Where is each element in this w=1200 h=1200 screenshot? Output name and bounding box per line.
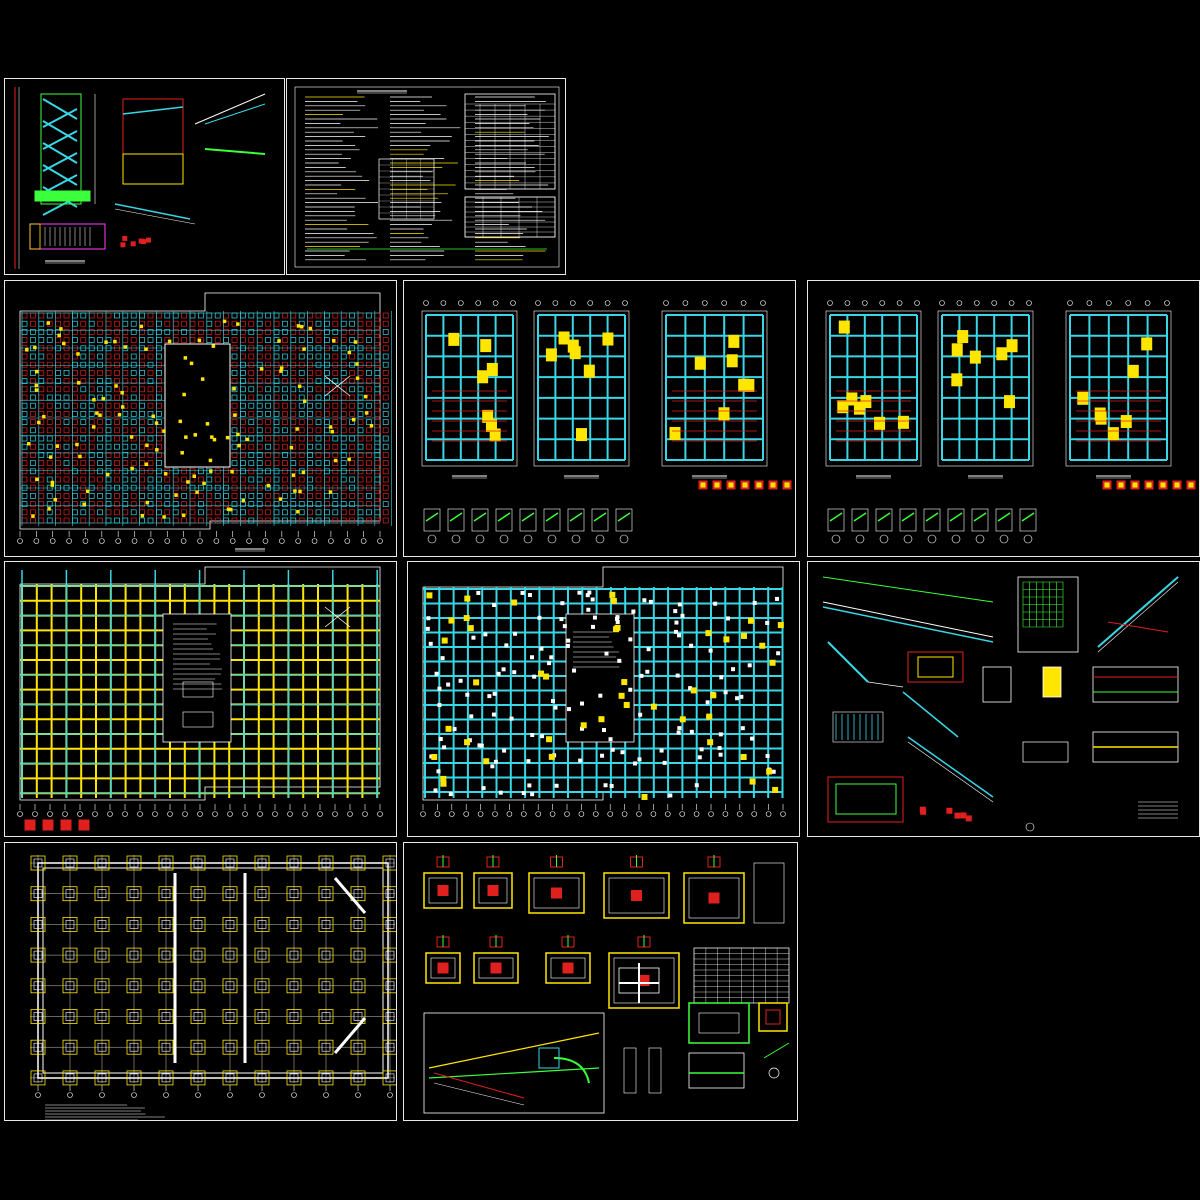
sheet-beam-plan-b[interactable]	[407, 561, 800, 837]
s1-linework	[14, 87, 266, 269]
s8-linework	[822, 576, 1179, 832]
s2-linework	[294, 86, 560, 268]
sheet-general-notes[interactable]	[286, 78, 566, 275]
s5-linework	[825, 300, 1196, 544]
sheet-slab-plan[interactable]	[4, 280, 397, 557]
s10-linework	[423, 855, 790, 1114]
s9-linework	[30, 855, 396, 1120]
sheet-beam-plan-a[interactable]	[4, 561, 397, 837]
s7-linework	[420, 566, 786, 817]
sheet-floor-plans-b[interactable]	[807, 280, 1200, 557]
sheet-foundation-plan[interactable]	[4, 842, 397, 1121]
sheet-stair-sections[interactable]	[4, 78, 285, 275]
s4-linework	[421, 300, 792, 544]
sheet-floor-plans-a[interactable]	[403, 280, 796, 557]
s3-linework	[17, 292, 392, 552]
s6-linework	[17, 566, 383, 831]
sheet-ramp-details[interactable]	[807, 561, 1200, 837]
sheet-footing-details[interactable]	[403, 842, 798, 1121]
